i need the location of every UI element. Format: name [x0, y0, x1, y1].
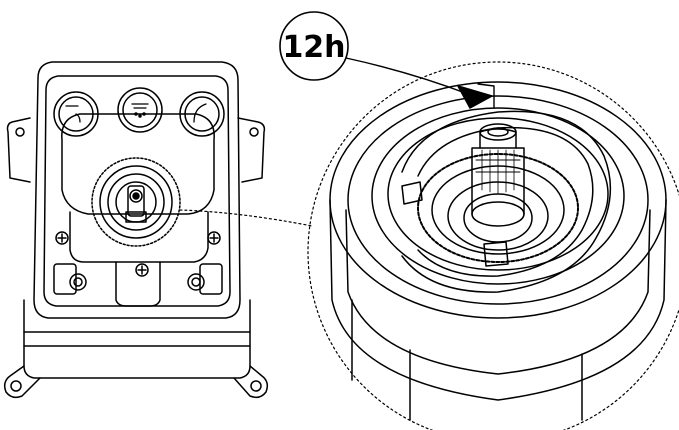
mounting-tab-left: [6, 117, 31, 183]
cartridge: [91, 157, 181, 247]
inner-frame: [43, 75, 231, 307]
time-label: 12h: [282, 30, 345, 65]
detail-leader-line: [179, 209, 313, 227]
foot-right: [233, 365, 269, 399]
magnification-circle: [307, 61, 679, 430]
diverter-button-3: [179, 91, 225, 137]
rotation-arrow: [345, 57, 469, 95]
arrow-head: [457, 85, 493, 109]
foot-left: [3, 365, 41, 399]
mixer-body: [3, 61, 269, 399]
diverter-button-2: [117, 87, 163, 133]
detail-view: [307, 61, 679, 430]
lower-box: [23, 299, 251, 379]
outer-housing: [33, 61, 241, 319]
screws: [55, 231, 221, 291]
callout-circle: [279, 11, 349, 81]
diverter-button-1: [53, 91, 99, 137]
mounting-tab-right: [237, 117, 266, 183]
